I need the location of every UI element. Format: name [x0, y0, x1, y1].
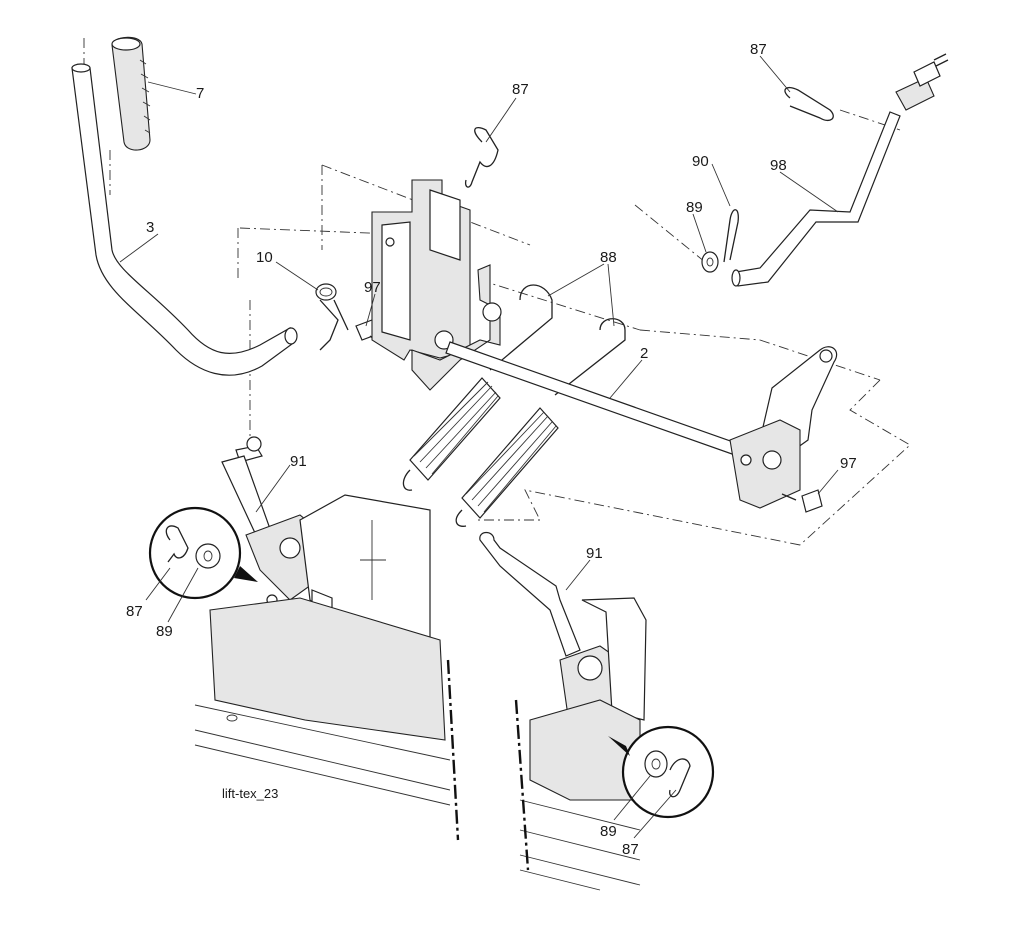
callout-87-right: 87	[622, 841, 639, 858]
callout-labels: 7 3 10 97 87 88 87 90 98 89 2 97 91 87 8…	[126, 41, 857, 858]
leader-lines	[119, 55, 839, 839]
diagram-caption: lift-tex_23	[222, 786, 278, 801]
callout-90: 90	[692, 153, 709, 170]
callout-89-left: 89	[156, 623, 173, 640]
callout-88: 88	[600, 249, 617, 266]
callout-87-top-right: 87	[750, 41, 767, 58]
spring-coil-right	[455, 407, 559, 527]
right-lift-arm	[729, 346, 838, 509]
callout-3: 3	[146, 219, 154, 236]
lift-lever-part-3	[71, 63, 298, 376]
callout-10: 10	[256, 249, 273, 266]
spring-coil-left	[402, 377, 501, 491]
callout-87-left: 87	[126, 603, 143, 620]
mower-deck-right	[514, 699, 641, 891]
left-deck-bracket	[245, 494, 431, 641]
hairpin-clip-part-87-top	[464, 127, 499, 188]
extension-springs-part-88	[402, 284, 626, 527]
callout-2: 2	[640, 345, 648, 362]
detail-circle-right	[608, 725, 715, 819]
callout-89-top: 89	[686, 199, 703, 216]
center-bracket	[371, 179, 502, 391]
mower-deck-left	[194, 597, 460, 841]
callout-87-top: 87	[512, 81, 529, 98]
lift-link-part-91-right	[479, 531, 581, 657]
washer-pin-part-89-90	[701, 209, 739, 273]
detail-circle-left	[148, 506, 258, 600]
callout-97-right: 97	[840, 455, 857, 472]
spring-part-10	[315, 283, 349, 351]
callout-97-left: 97	[364, 279, 381, 296]
callout-91-right: 91	[586, 545, 603, 562]
handle-grip-part-7	[111, 36, 151, 151]
hairpin-clip-part-87-top-right	[784, 86, 834, 122]
bolt-part-97-right	[781, 489, 823, 513]
callout-89-right: 89	[600, 823, 617, 840]
callout-91-left: 91	[290, 453, 307, 470]
callout-98: 98	[770, 157, 787, 174]
adjust-rod-part-98	[731, 53, 949, 287]
callout-7: 7	[196, 85, 204, 102]
